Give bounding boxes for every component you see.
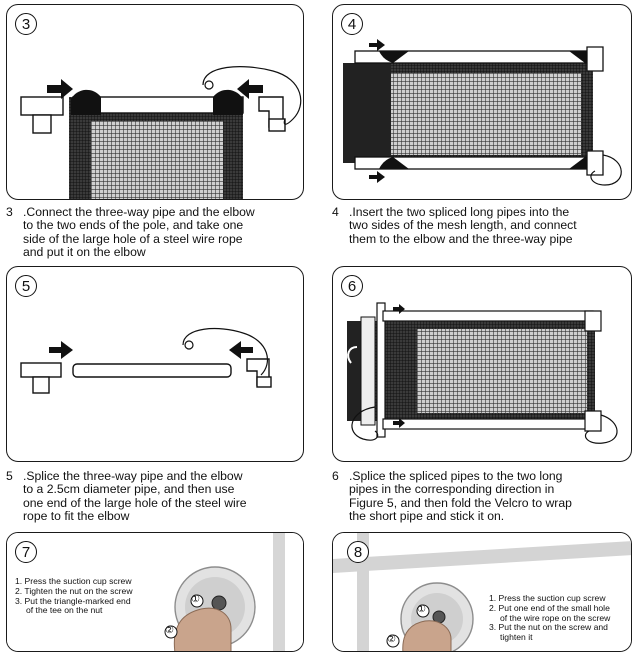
caption-step-3: 3.Connect the three-way pipe and the elb… xyxy=(6,205,255,260)
panel-step-4: 4 xyxy=(332,4,632,200)
velcro-strip xyxy=(360,316,376,426)
wire-rope xyxy=(202,66,302,125)
step-8-instructions: 1. Press the suction cup screw 2. Put on… xyxy=(489,593,611,643)
mesh-net-inner xyxy=(91,121,223,199)
short-pipe xyxy=(376,302,386,438)
arrow-right-bottom xyxy=(369,171,385,183)
caption-step-6: 6.Splice the spliced pipes to the two lo… xyxy=(332,469,572,524)
step-number-badge: 4 xyxy=(341,13,363,35)
panel-step-6: 6 xyxy=(332,266,632,462)
caption-step-4: 4.Insert the two spliced long pipes into… xyxy=(332,205,577,246)
step-3-illustration xyxy=(20,66,302,199)
step-number-badge: 8 xyxy=(347,541,369,563)
arrow-left xyxy=(237,79,263,99)
three-way-pipe xyxy=(20,362,62,394)
step-5-illustration xyxy=(20,327,272,394)
panel-step-7: 7 1. Press the suction cup screw 2. Tigh… xyxy=(6,532,304,652)
caption-step-5: 5.Splice the three-way pipe and the elbo… xyxy=(6,469,247,524)
short-pipe xyxy=(72,363,232,378)
wire-rope xyxy=(590,154,622,186)
step-6-illustration xyxy=(347,302,618,444)
step-7-instructions: 1. Press the suction cup screw 2. Tighte… xyxy=(15,576,133,616)
arrow-left xyxy=(229,341,253,359)
marker-1: ① xyxy=(191,594,200,605)
elbow-pipe xyxy=(246,358,272,388)
marker-1: ① xyxy=(417,604,426,615)
step-8-photo xyxy=(333,533,631,651)
elbow-pipe xyxy=(586,46,604,72)
wire-rope-left xyxy=(351,406,379,441)
marker-2: ② xyxy=(165,625,174,636)
step-number-badge: 3 xyxy=(15,13,37,35)
fold-arrow-icon xyxy=(347,346,358,364)
three-way-pipe xyxy=(20,96,64,134)
step-number-badge: 6 xyxy=(341,275,363,297)
screw xyxy=(211,595,227,611)
arrow-right-top xyxy=(369,39,385,51)
elbow-pipe xyxy=(258,96,286,132)
panel-step-8: 8 1. Press the suction cup screw 2. Put … xyxy=(332,532,632,652)
step-4-illustration xyxy=(343,39,622,186)
panel-step-3: 3 xyxy=(6,4,304,200)
panel-step-5: 5 xyxy=(6,266,304,462)
wire-rope xyxy=(584,414,618,444)
step-number-badge: 5 xyxy=(15,275,37,297)
arrow-right xyxy=(49,341,73,359)
step-number-badge: 7 xyxy=(15,541,37,563)
three-way-pipe xyxy=(586,150,604,176)
wire-rope xyxy=(182,327,269,376)
arrow-right xyxy=(47,79,73,99)
